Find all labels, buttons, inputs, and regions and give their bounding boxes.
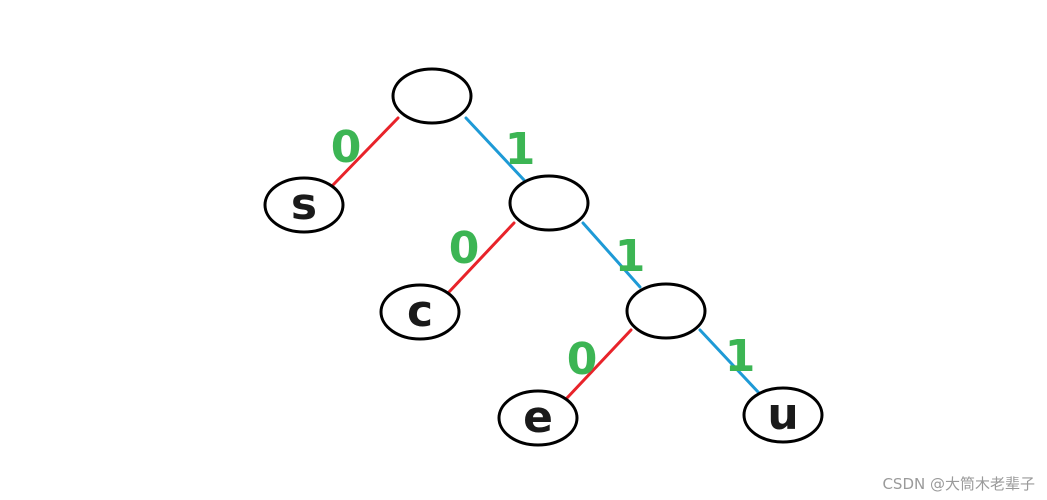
edge-root-s xyxy=(331,116,400,187)
tree-node-n2 xyxy=(625,282,707,340)
node-label-c: c xyxy=(407,286,433,337)
tree-node-s: s xyxy=(263,176,345,234)
edge-root-n1 xyxy=(464,116,526,182)
tree-node-u: u xyxy=(742,386,824,444)
node-ellipse-n2 xyxy=(625,282,707,340)
node-ellipse-n1 xyxy=(508,174,590,232)
tree-node-root xyxy=(391,67,473,125)
node-label-e: e xyxy=(523,392,553,443)
tree-node-e: e xyxy=(497,389,579,447)
edge-label-n2-u: 1 xyxy=(725,331,756,382)
edge-label-root-n1: 1 xyxy=(505,124,536,175)
edge-n2-u xyxy=(698,328,761,395)
watermark: CSDN @大筒木老辈子 xyxy=(882,475,1035,493)
node-ellipse-u xyxy=(742,386,824,444)
tree-node-n1 xyxy=(508,174,590,232)
node-ellipse-e xyxy=(497,389,579,447)
node-ellipse-c xyxy=(379,283,461,341)
node-label-s: s xyxy=(291,179,317,230)
edges-layer xyxy=(331,116,761,400)
node-ellipse-s xyxy=(263,176,345,234)
edge-n1-c xyxy=(447,221,516,294)
edge-label-n2-e: 0 xyxy=(567,334,598,385)
edge-n2-e xyxy=(565,328,633,400)
edge-label-root-s: 0 xyxy=(331,122,362,173)
node-label-u: u xyxy=(767,389,798,440)
tree-node-c: c xyxy=(379,283,461,341)
node-ellipse-root xyxy=(391,67,473,125)
edge-n1-n2 xyxy=(581,221,642,289)
nodes-layer: s c e u xyxy=(263,67,824,447)
edge-label-n1-n2: 1 xyxy=(615,231,646,282)
edge-label-n1-c: 0 xyxy=(449,223,480,274)
